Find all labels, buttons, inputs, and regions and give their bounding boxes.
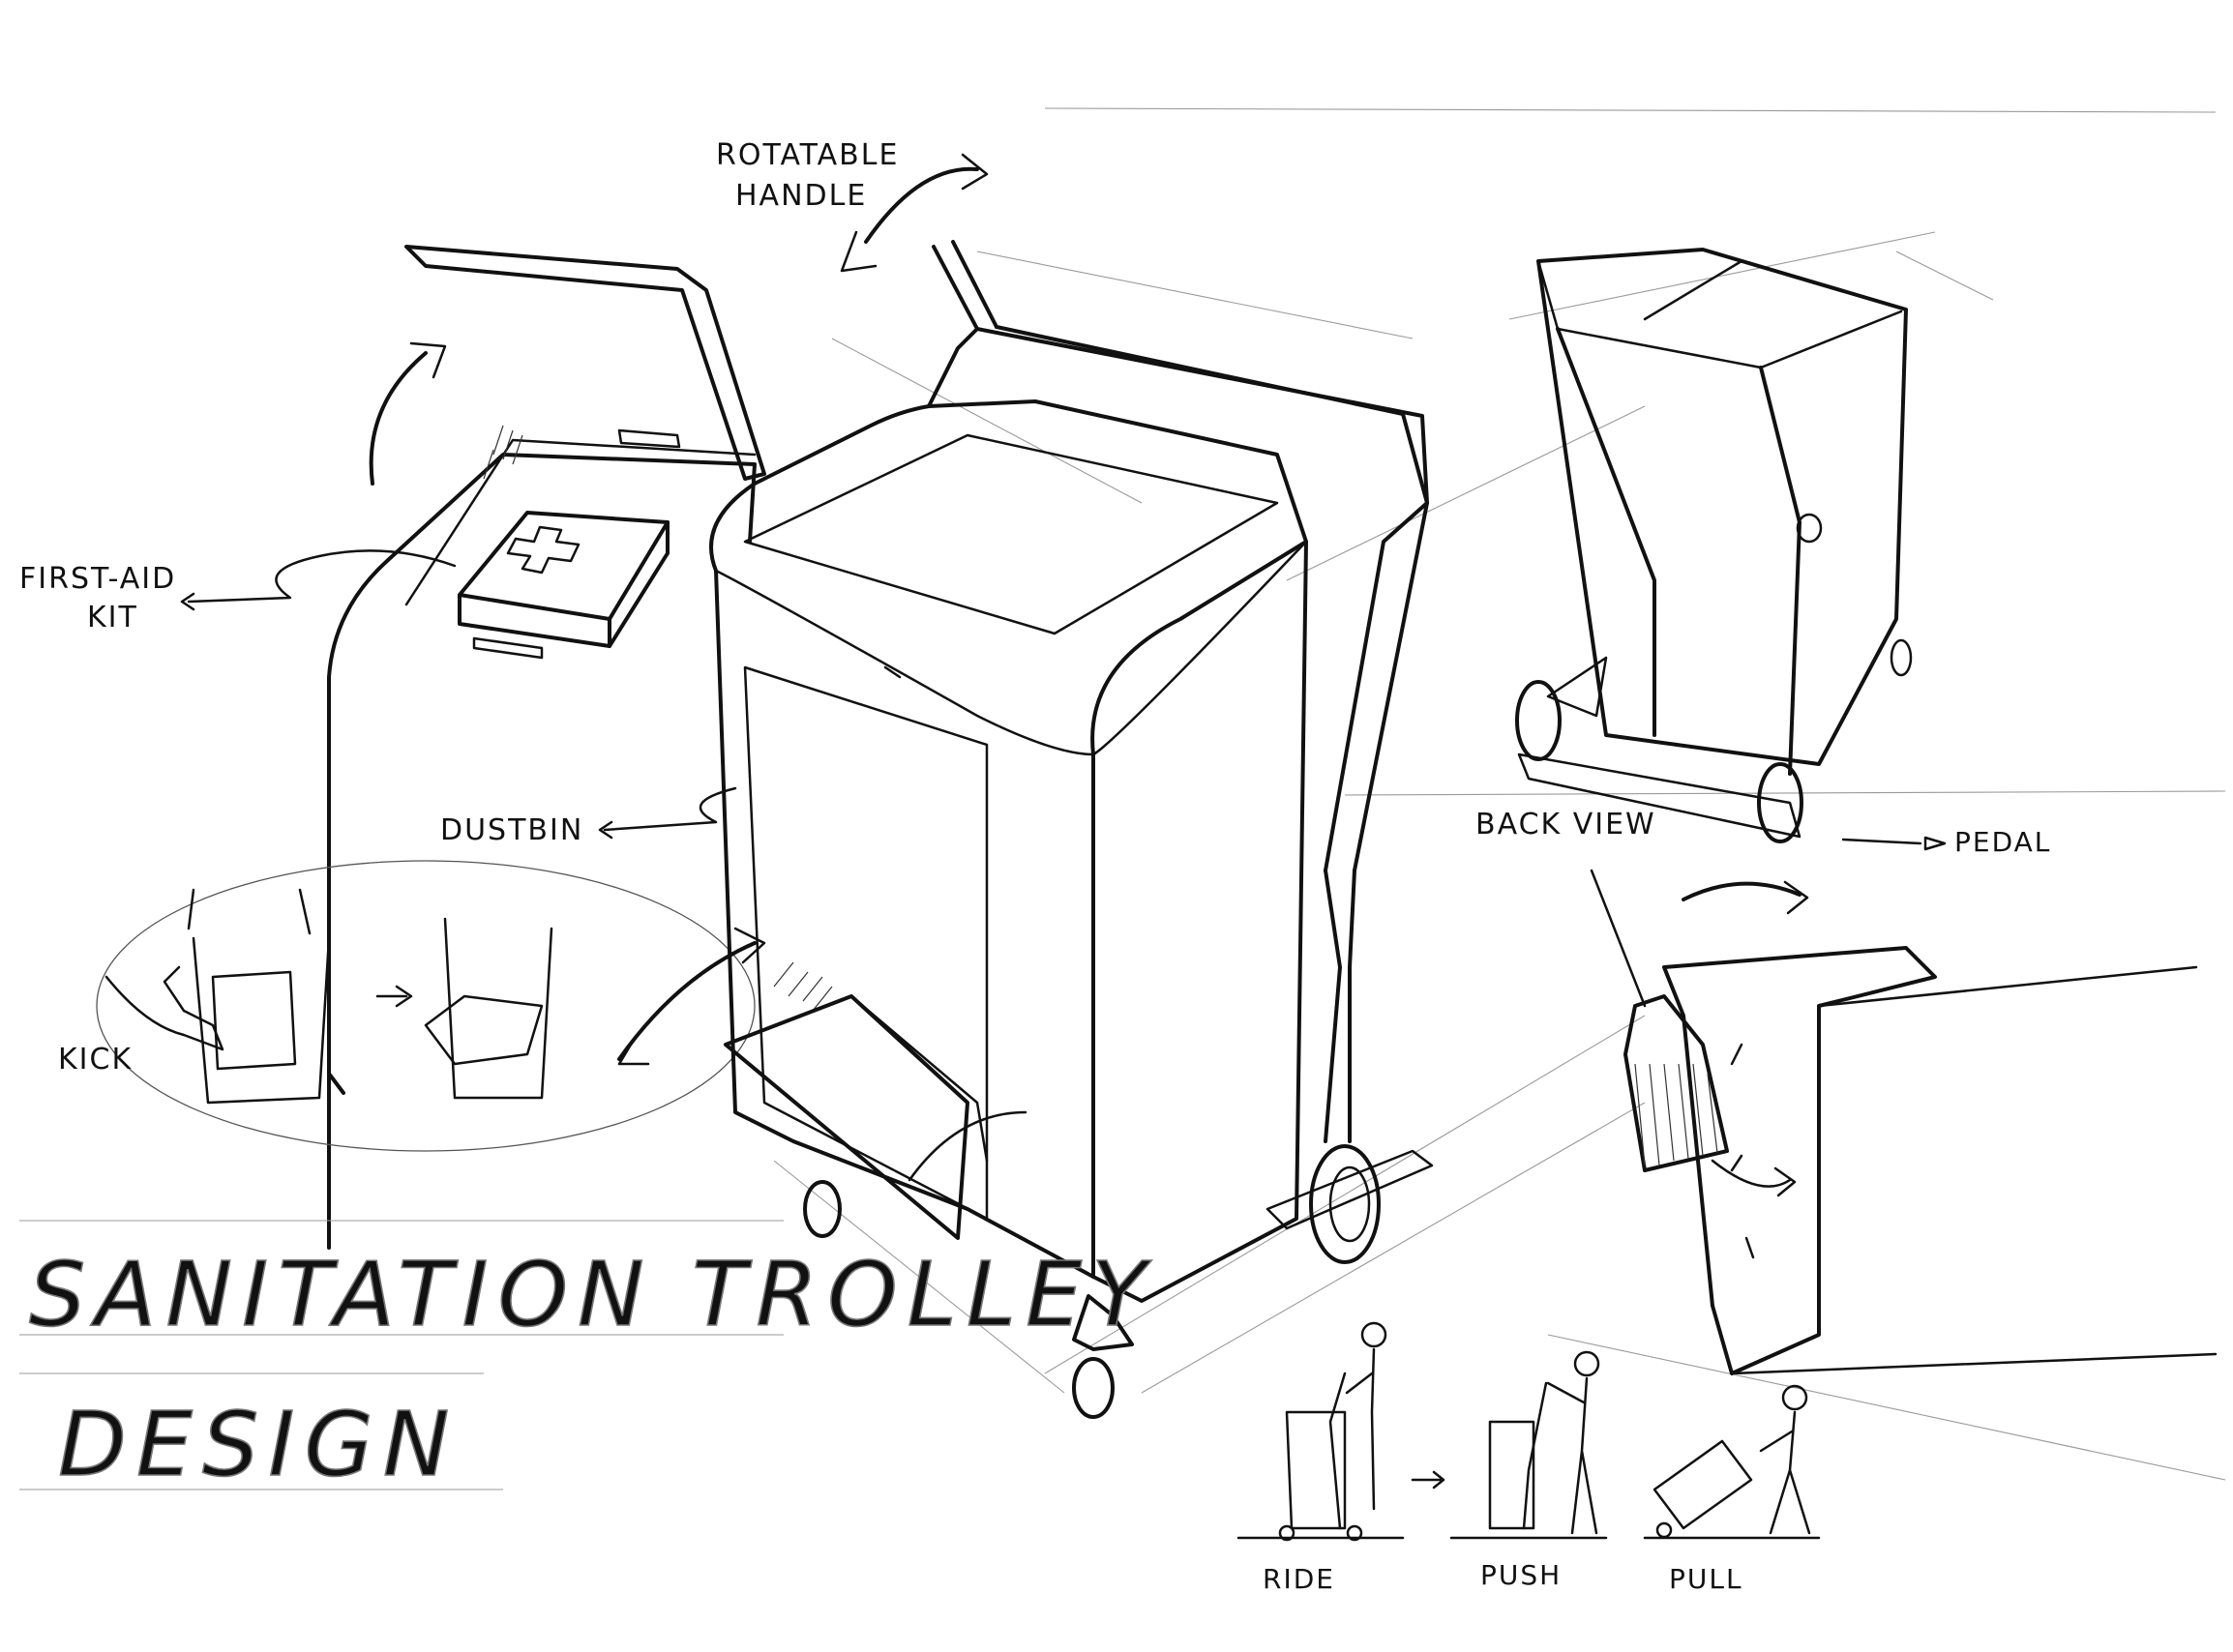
title-line2: DESIGN bbox=[58, 1393, 460, 1496]
rotatable-handle-label-line1: ROTATABLE bbox=[716, 138, 899, 172]
pedal-label: PEDAL bbox=[1954, 826, 2051, 858]
push-label: PUSH bbox=[1480, 1559, 1562, 1591]
ride-label: RIDE bbox=[1263, 1563, 1335, 1595]
first-aid-label-line2: KIT bbox=[87, 601, 138, 634]
kick-label: KICK bbox=[58, 1043, 133, 1077]
back-view-label: BACK VIEW bbox=[1475, 808, 1656, 841]
title-line1: SANITATION TROLLEY bbox=[29, 1243, 1155, 1346]
pull-label: PULL bbox=[1669, 1563, 1743, 1595]
first-aid-cabinet bbox=[327, 245, 766, 1250]
rotatable-handle-label-line2: HANDLE bbox=[735, 179, 867, 213]
usage-modes bbox=[1236, 1321, 1821, 1542]
dustbin-label: DUSTBIN bbox=[440, 813, 583, 847]
kick-inset bbox=[96, 860, 766, 1152]
annotation-labels: ROTATABLE HANDLE FIRST-AID KIT DUSTBIN K… bbox=[19, 138, 2051, 1595]
first-aid-label-line1: FIRST-AID bbox=[19, 562, 176, 596]
dustbin-arrow bbox=[603, 786, 737, 832]
dustbin-arrowhead bbox=[598, 820, 613, 840]
trolley-main bbox=[709, 153, 1434, 1419]
first-aid-arrow bbox=[187, 549, 457, 604]
construction-guides bbox=[19, 107, 2226, 1490]
first-aid-arrowhead bbox=[180, 592, 195, 611]
title-block: SANITATION TROLLEY DESIGN bbox=[19, 1220, 1155, 1497]
back-view bbox=[1515, 248, 1947, 851]
broom-door-view bbox=[1590, 869, 2218, 1375]
